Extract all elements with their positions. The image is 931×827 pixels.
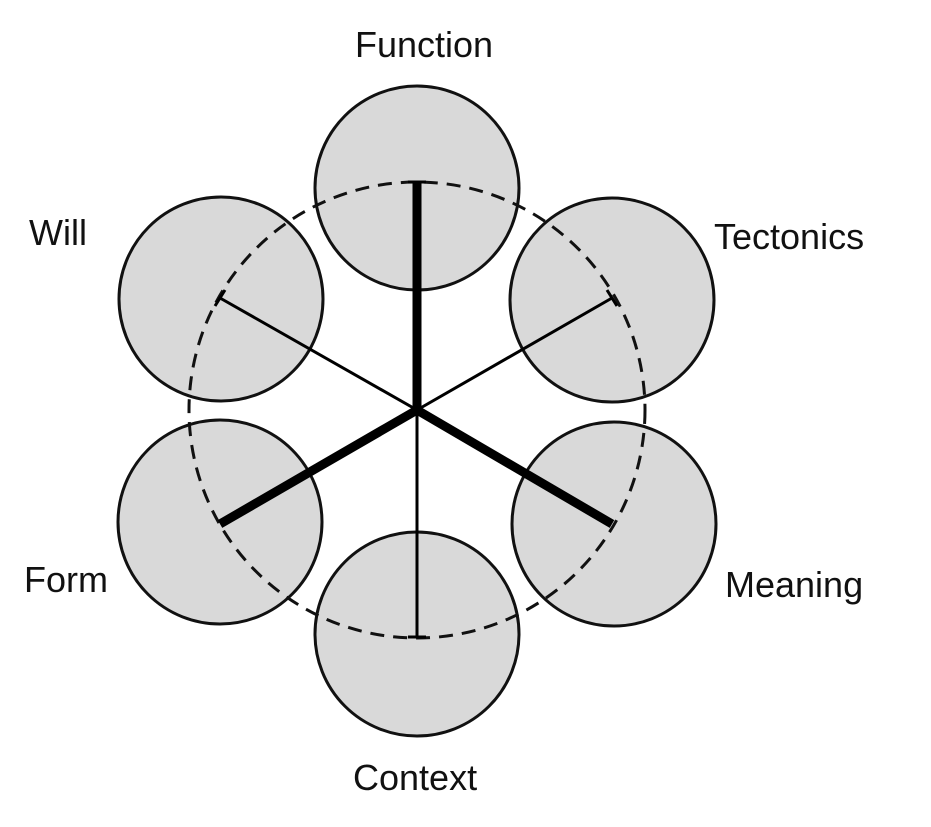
cap-will xyxy=(213,289,227,307)
label-will: Will xyxy=(29,212,87,253)
label-tectonics: Tectonics xyxy=(714,216,865,257)
cap-tectonics xyxy=(605,289,619,307)
spoke-will xyxy=(219,296,418,412)
spoke-meaning xyxy=(414,406,615,528)
label-function: Function xyxy=(355,24,494,65)
spoke-form xyxy=(217,406,420,528)
spoke-tectonics xyxy=(416,296,613,412)
label-form: Form xyxy=(24,559,108,600)
label-meaning: Meaning xyxy=(725,564,864,605)
label-context: Context xyxy=(353,757,478,798)
